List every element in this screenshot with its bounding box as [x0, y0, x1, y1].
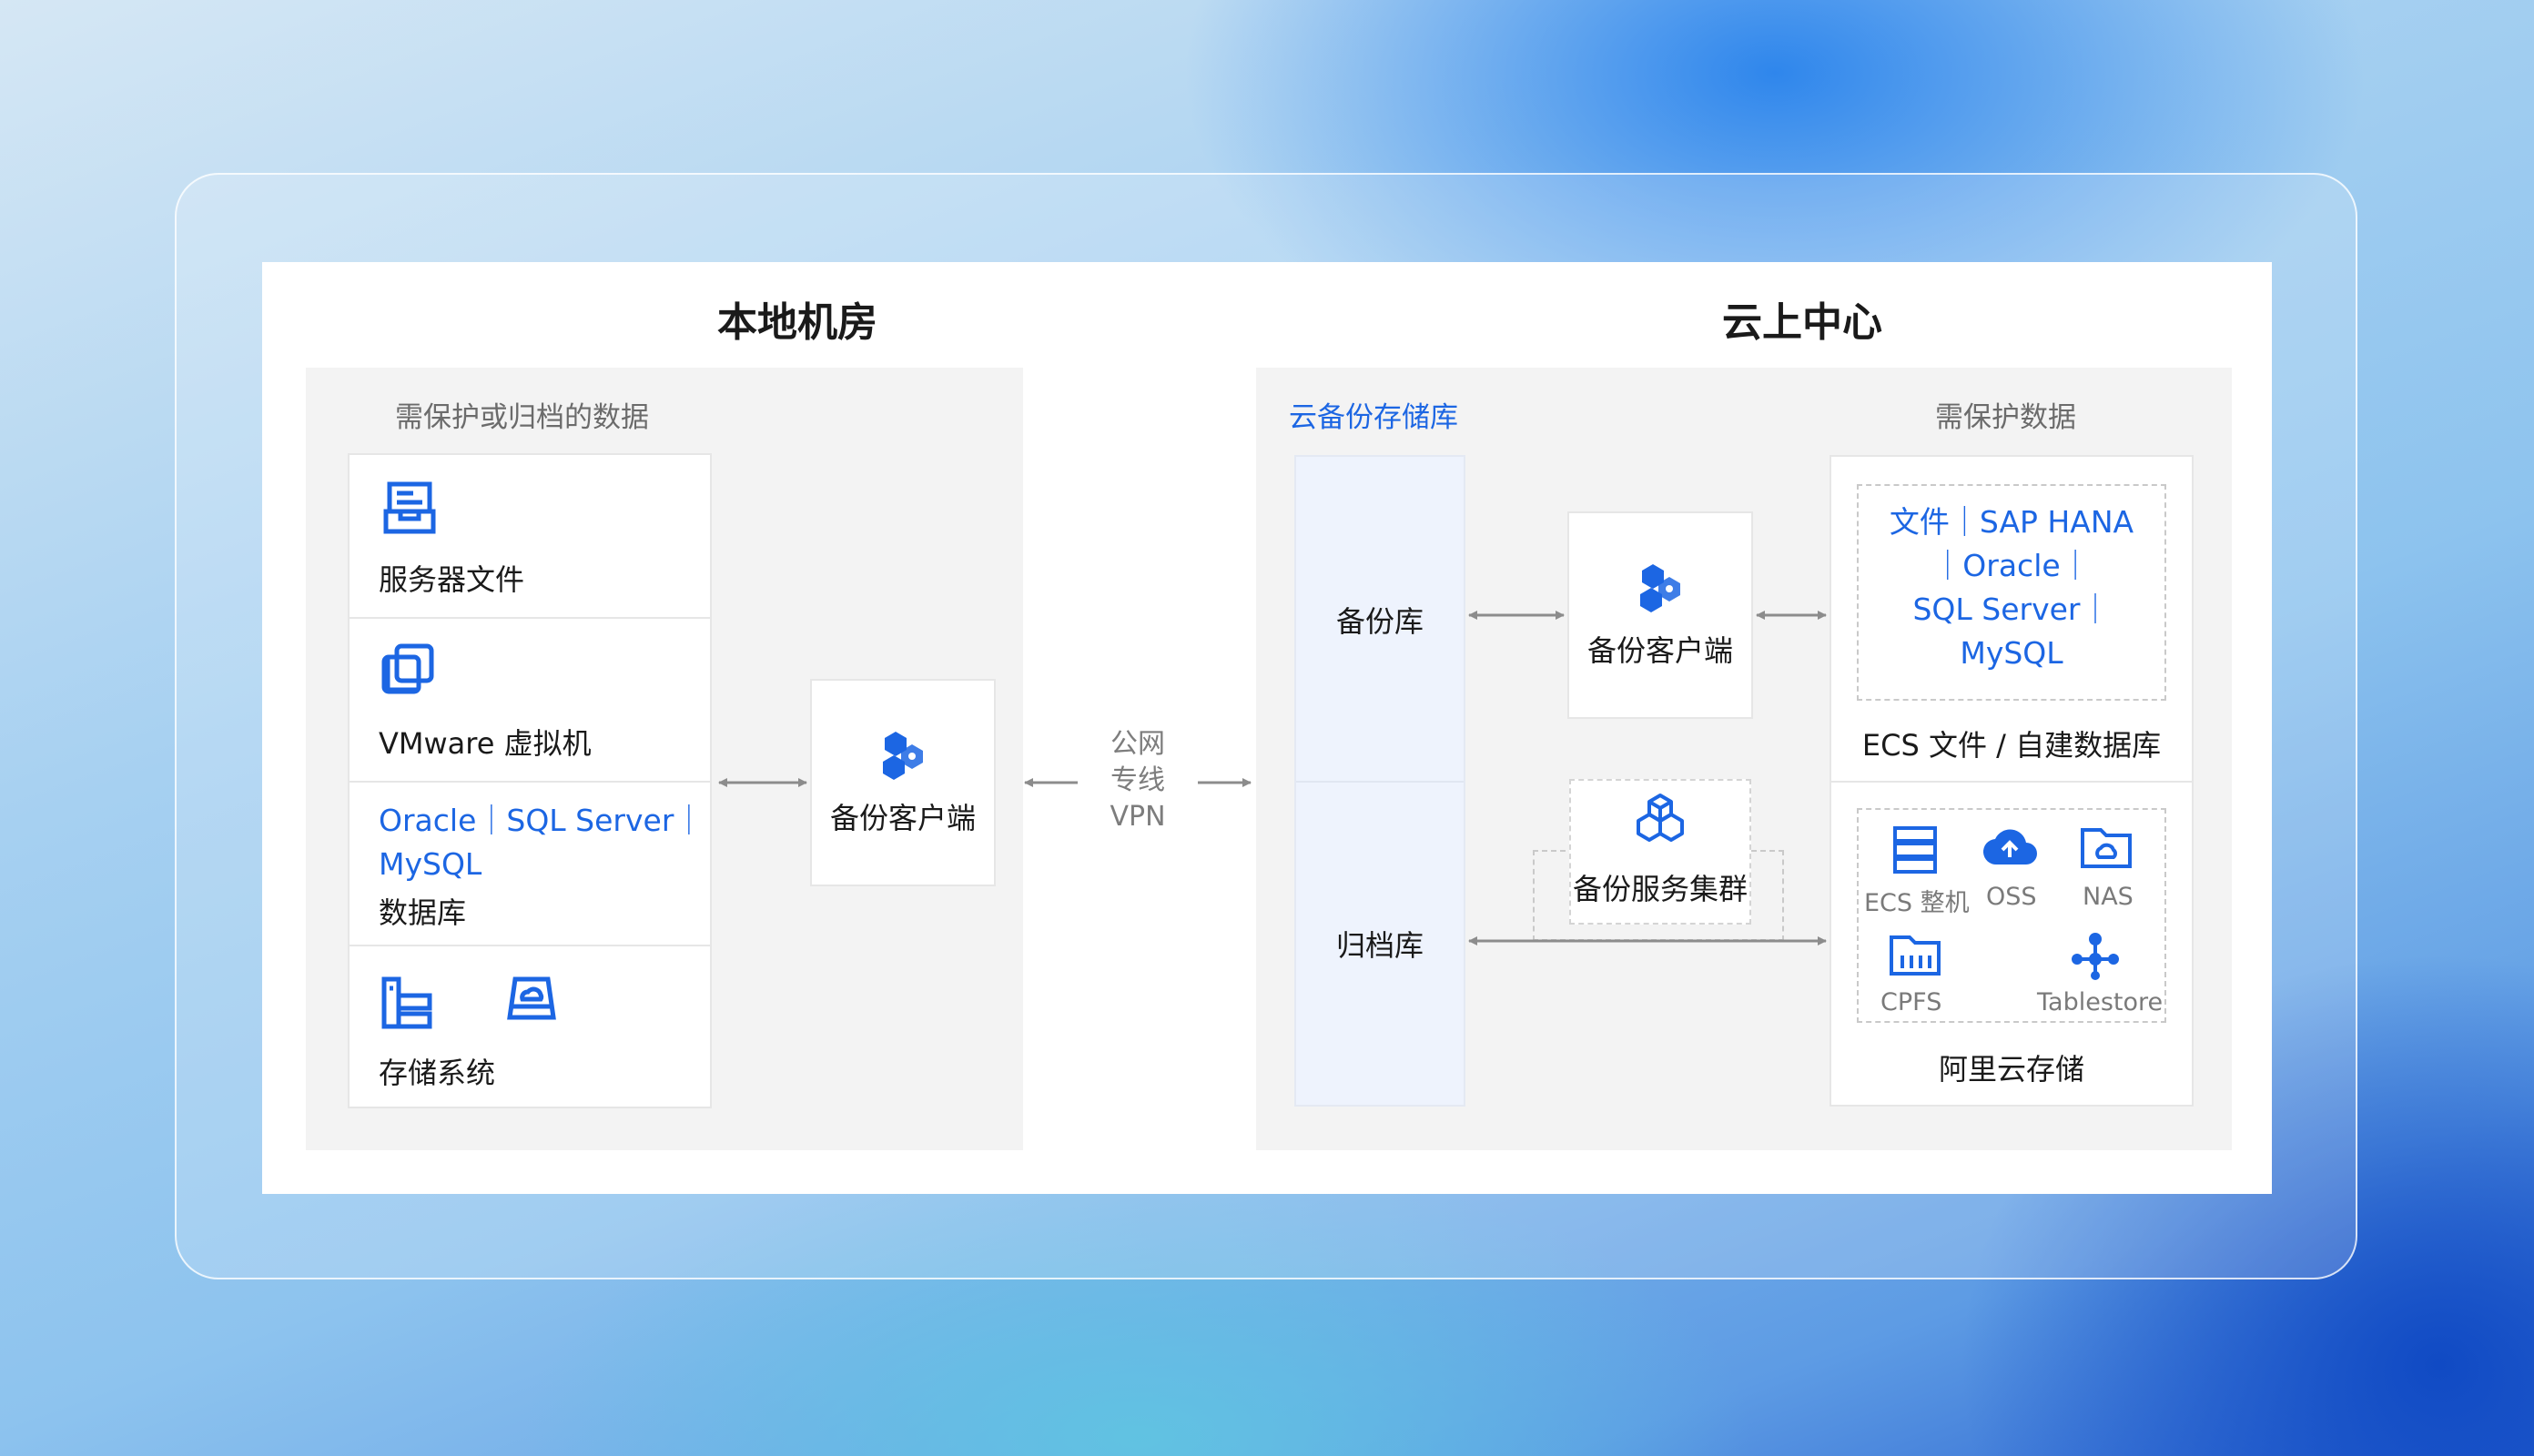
database-label: 数据库: [379, 895, 467, 930]
nas-icon: [2079, 824, 2134, 875]
connection-arrows: [718, 611, 1827, 945]
ecs-types-line4: MySQL: [1960, 635, 2063, 671]
db-types-line2: MySQL: [379, 846, 482, 882]
left-panel-label: 需保护或归档的数据: [395, 401, 649, 434]
cloud-backup-repository: 备份库 归档库: [1294, 455, 1465, 1107]
connection-label-vpn: VPN: [1110, 801, 1166, 833]
list-item-server-files: 服务器文件: [350, 455, 710, 619]
list-item-vmware: VMware 虚拟机: [350, 619, 710, 783]
ecs-data-box: 文件｜SAP HANA ｜Oracle｜ SQL Server｜ MySQL E…: [1830, 455, 2194, 783]
repo-divider: [1296, 781, 1464, 783]
ecs-types-text: 文件｜SAP HANA ｜Oracle｜ SQL Server｜ MySQL: [1857, 500, 2166, 675]
storage-system-label: 存储系统: [379, 1056, 496, 1090]
connection-label-private-line: 专线: [1110, 764, 1165, 796]
ecs-types-line2: ｜Oracle｜: [1932, 548, 2091, 583]
cloud-repo-label: 云备份存储库: [1289, 401, 1458, 434]
protected-data-list: 服务器文件 VMware 虚拟机 Oracle｜SQL Server｜ MySQ…: [348, 453, 712, 1108]
aliyun-storage-label: 阿里云存储: [1938, 1052, 2084, 1087]
connection-labels: 公网 专线 VPN: [1074, 726, 1201, 835]
ecs-types-line3: SQL Server｜: [1912, 592, 2111, 627]
cloud-disk-icon: [506, 974, 557, 1028]
right-section-title: 云上中心: [1722, 299, 1882, 346]
aliyun-storage-box: ECS 整机 OSS NAS CPFS Tablestore 阿里云存储: [1830, 781, 2194, 1107]
ecs-label: ECS 文件 / 自建数据库: [1861, 728, 2162, 763]
backup-service-cluster: 备份服务集群: [1569, 779, 1751, 925]
list-item-database: Oracle｜SQL Server｜ MySQL 数据库: [350, 783, 710, 946]
db-types-line1: Oracle｜SQL Server｜: [379, 803, 704, 838]
cloud-backup-client: 备份客户端: [1567, 511, 1753, 719]
list-item-storage: 存储系统: [350, 946, 710, 1107]
diagram-card: 本地机房 云上中心 需保护或归档的数据 服务器文件 VMware 虚拟机 Ora…: [262, 262, 2272, 1194]
backup-service-cluster-label: 备份服务集群: [1572, 872, 1748, 906]
ecs-types-line1: 文件｜SAP HANA: [1889, 504, 2134, 540]
oss-icon: [1982, 824, 2037, 875]
cpfs-icon: [1888, 932, 1942, 983]
ecs-instance-label: ECS 整机: [1864, 889, 1970, 917]
local-backup-client: 备份客户端: [810, 679, 996, 886]
cloud-client-icon: [1633, 561, 1688, 619]
protect-data-label: 需保护数据: [1935, 401, 2076, 434]
nas-label: NAS: [2083, 883, 2134, 911]
storage-system-icon: [380, 976, 435, 1034]
archive-repo-label: 归档库: [1335, 928, 1424, 963]
local-backup-client-label: 备份客户端: [829, 801, 976, 835]
tablestore-icon: [2068, 930, 2123, 985]
left-section-title: 本地机房: [717, 299, 877, 346]
server-file-icon: [382, 480, 437, 539]
vmware-label: VMware 虚拟机: [379, 726, 592, 761]
cpfs-label: CPFS: [1880, 988, 1942, 1016]
backup-client-icon: [876, 728, 930, 786]
server-files-label: 服务器文件: [379, 562, 525, 597]
backup-repo-label: 备份库: [1335, 604, 1424, 639]
ecs-instance-icon: [1890, 824, 1941, 879]
ecs-types-dash: [1857, 484, 2166, 701]
vm-icon: [380, 642, 435, 701]
connection-label-public: 公网: [1110, 728, 1165, 760]
cluster-icon: [1631, 792, 1689, 854]
cloud-backup-client-label: 备份客户端: [1586, 633, 1733, 668]
oss-label: OSS: [1986, 883, 2037, 911]
tablestore-label: Tablestore: [2037, 988, 2164, 1016]
storage-types-dash: [1857, 808, 2166, 1023]
